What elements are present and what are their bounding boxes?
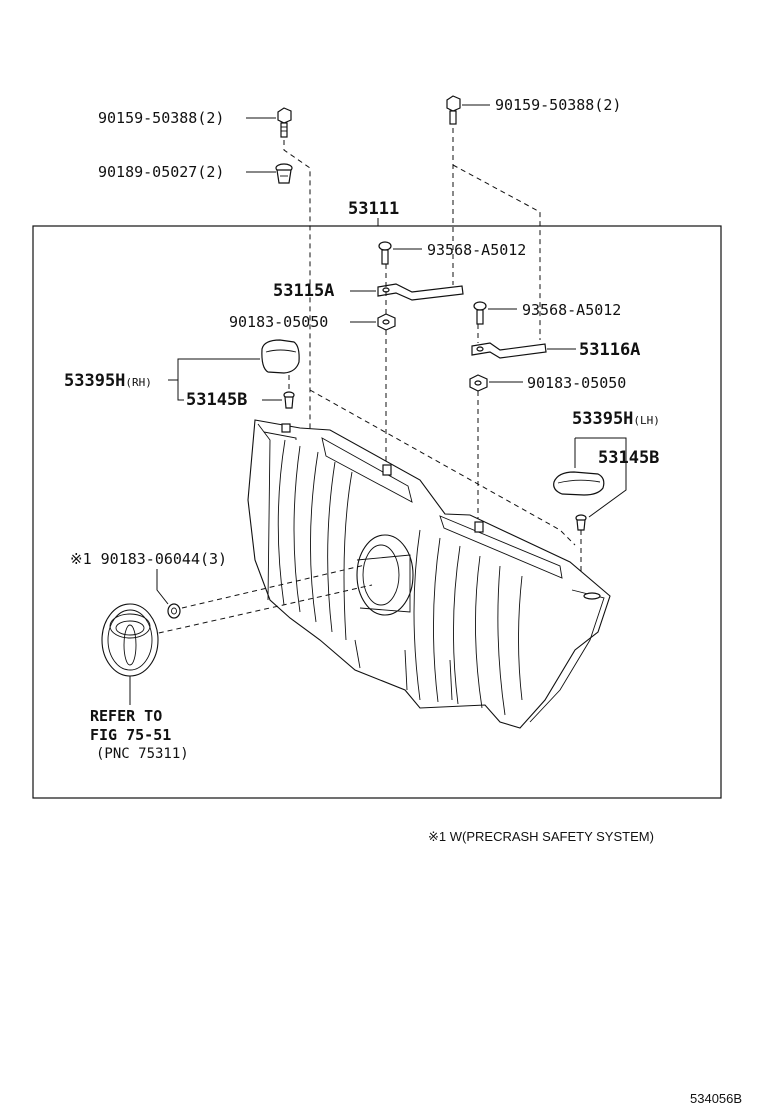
label-nut-right: 90183-05050 bbox=[527, 374, 626, 392]
label-bracket-left: 53115A bbox=[273, 281, 334, 301]
bolt-icon bbox=[446, 95, 461, 125]
refer-line2: FIG 75-51 bbox=[90, 726, 171, 744]
footnote: ※1 W(PRECRASH SAFETY SYSTEM) bbox=[428, 829, 654, 844]
dash-emblem-a bbox=[181, 564, 366, 609]
clip-icon bbox=[283, 391, 295, 409]
clip-icon bbox=[275, 163, 293, 184]
label-bracket-right: 53116A bbox=[579, 340, 640, 360]
label-bolt-top-right: 90159-50388(2) bbox=[495, 96, 621, 114]
leader-clip-rh-bracket bbox=[177, 380, 184, 401]
label-clip-top-left: 90189-05027(2) bbox=[98, 163, 224, 181]
label-screw-lower: 93568-A5012 bbox=[522, 301, 621, 319]
screw-icon bbox=[473, 301, 487, 325]
label-nut-left: 90183-05050 bbox=[229, 313, 328, 331]
emblem-icon bbox=[101, 603, 159, 677]
bracket-icon bbox=[377, 283, 464, 301]
label-grille-assembly: 53111 bbox=[348, 199, 399, 219]
dash-emblem-b bbox=[149, 584, 373, 636]
leader-bumper-rh bbox=[168, 358, 260, 381]
dash-top-right-b bbox=[452, 164, 541, 340]
grille-icon bbox=[247, 419, 611, 729]
bumper-pad-icon bbox=[553, 471, 605, 496]
label-bumper-lh: 53395H(LH) bbox=[572, 409, 660, 429]
label-bumper-rh: 53395H(RH) bbox=[64, 371, 152, 391]
leader-nut-emblem bbox=[156, 569, 169, 605]
label-clip-lh: 53145B bbox=[598, 448, 659, 468]
nut-icon bbox=[377, 313, 396, 331]
bracket-icon bbox=[471, 342, 547, 359]
dash-top-left bbox=[283, 140, 311, 430]
refer-line3: (PNC 75311) bbox=[96, 746, 189, 762]
label-bolt-top-left: 90159-50388(2) bbox=[98, 109, 224, 127]
nut-icon bbox=[167, 603, 181, 619]
refer-line1: REFER TO bbox=[90, 707, 162, 725]
leader-bumper-lh bbox=[575, 437, 627, 518]
label-screw-upper: 93568-A5012 bbox=[427, 241, 526, 259]
bumper-pad-icon bbox=[261, 339, 300, 374]
assembly-frame bbox=[32, 225, 722, 799]
bolt-icon bbox=[277, 107, 292, 138]
drawing-id: 534056B bbox=[690, 1091, 742, 1106]
label-nut-emblem: ※1 90183-06044(3) bbox=[70, 550, 227, 568]
nut-icon bbox=[469, 374, 488, 392]
clip-icon bbox=[575, 514, 587, 531]
dash-diagonal bbox=[309, 389, 576, 546]
screw-icon bbox=[378, 241, 392, 265]
label-clip-rh: 53145B bbox=[186, 390, 247, 410]
